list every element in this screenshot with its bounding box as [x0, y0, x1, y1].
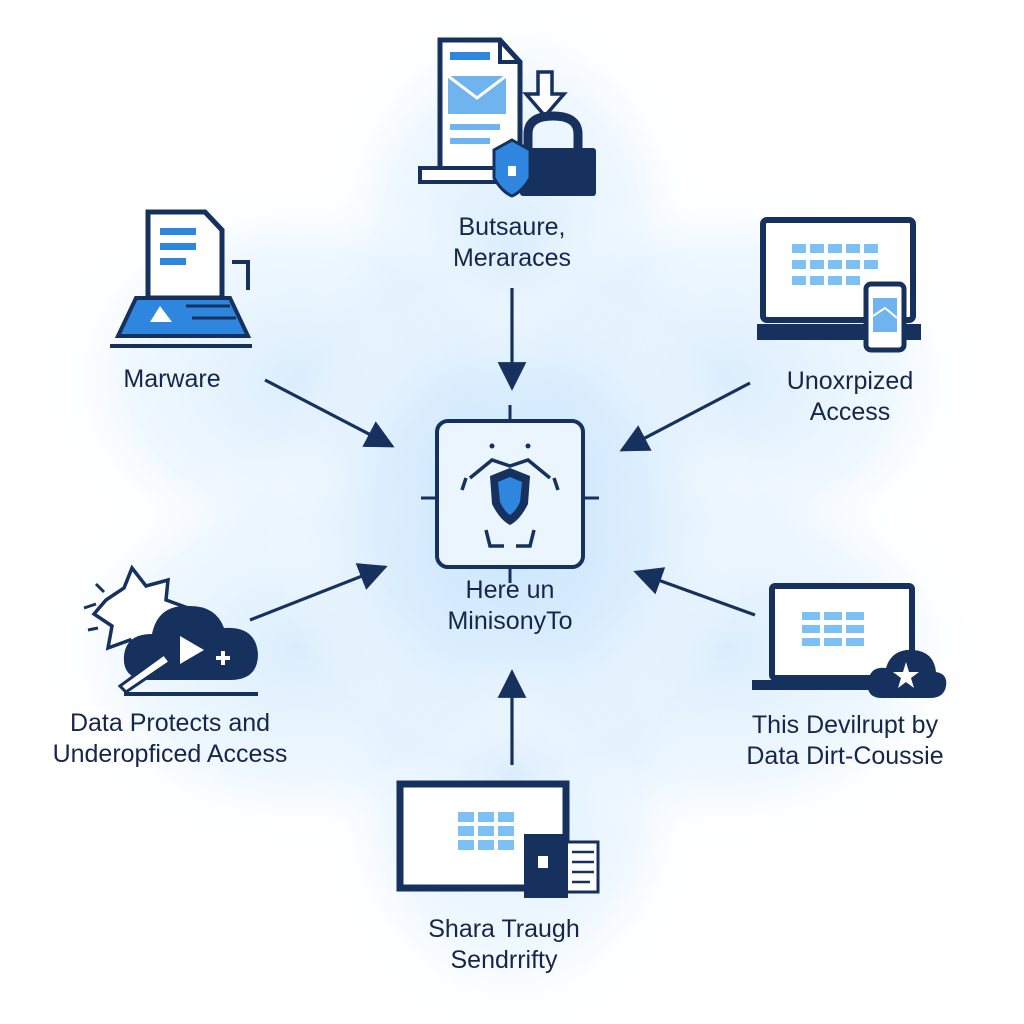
laptop-document-icon [110, 209, 252, 348]
cloud-burst-icon [83, 564, 258, 696]
shield-target-icon [421, 405, 599, 583]
upper-left-node-label-line1: Marware [123, 365, 221, 393]
lower-right-node-label-line2: Data Dirt-Coussie [746, 742, 944, 770]
top-node-label: Butsaure, Meraraces [342, 212, 682, 274]
top-node-label-line1: Butsaure, [458, 213, 566, 241]
upper-right-node-label-line2: Access [809, 398, 891, 426]
arrow-upper-left [264, 378, 395, 448]
lower-right-node-label-line1: This Devilrupt by [751, 711, 939, 739]
arrow-lower-left [249, 563, 388, 622]
center-hub-label-line2: MinisonyTo [447, 607, 573, 635]
arrow-lower-right [633, 567, 756, 617]
lower-left-node-label-line1: Data Protects and [69, 709, 271, 737]
laptop-cloud-icon [752, 583, 947, 698]
lower-right-node-label: This Devilrupt by Data Dirt-Coussie [675, 710, 1015, 772]
center-hub-label: Here un MinisonyTo [340, 575, 680, 637]
monitor-document-icon [396, 780, 600, 898]
upper-right-node-label-line1: Unoxrpized [786, 367, 914, 395]
arrow-upper-right [619, 381, 751, 452]
upper-right-node-label: Unoxrpized Access [680, 366, 1020, 428]
connector-arrows [249, 288, 756, 765]
lower-left-node-label-line2: Underopficed Access [52, 740, 288, 768]
upper-left-node-label: Marware [2, 364, 342, 395]
lower-left-node-label: Data Protects and Underopficed Access [0, 708, 340, 770]
bottom-node-label-line1: Shara Traugh [428, 915, 580, 943]
document-lock-icon [418, 37, 596, 198]
bottom-node-label-line2: Sendrrifty [450, 946, 558, 974]
center-hub-label-line1: Here un [465, 576, 555, 604]
laptop-phone-icon [757, 217, 921, 353]
top-node-label-line2: Meraraces [452, 244, 572, 272]
bottom-node-label: Shara Traugh Sendrrifty [334, 914, 674, 976]
